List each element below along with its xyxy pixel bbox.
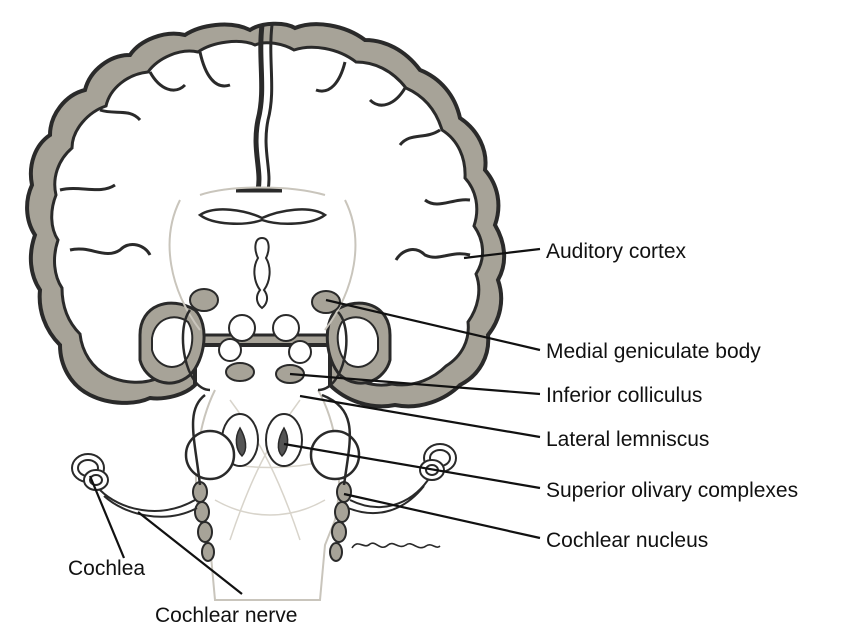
label-cochlear-nucleus: Cochlear nucleus [546, 530, 708, 551]
mgb-left [190, 289, 218, 311]
label-cochlear-nerve: Cochlear nerve [155, 605, 297, 626]
label-superior-olivary-complexes: Superior olivary complexes [546, 480, 798, 501]
inferior-colliculus-left [226, 363, 254, 381]
thalamus-lower-left [219, 339, 241, 361]
cochlear-nucleus-left [193, 482, 214, 561]
label-medial-geniculate-body: Medial geniculate body [546, 341, 761, 362]
leader-cochlear-nucleus [344, 494, 540, 538]
label-cochlea: Cochlea [68, 558, 145, 579]
thalamus-upper-right [273, 315, 299, 341]
cerebral-cortex [27, 24, 504, 407]
thalamus-lower-right [289, 341, 311, 363]
cochlea-left [72, 454, 108, 490]
leader-cochlea [90, 476, 124, 558]
cochlear-nerve-left [100, 490, 197, 517]
cochlea-right [420, 444, 456, 480]
third-ventricle [254, 238, 269, 308]
artist-signature [352, 543, 440, 548]
leader-cochlear-nerve [138, 512, 242, 594]
label-inferior-colliculus: Inferior colliculus [546, 385, 702, 406]
thalamus-upper-left [229, 315, 255, 341]
label-lateral-lemniscus: Lateral lemniscus [546, 429, 709, 450]
white-matter-region [52, 41, 483, 385]
label-auditory-cortex: Auditory cortex [546, 241, 686, 262]
brainstem-outline [196, 390, 339, 600]
